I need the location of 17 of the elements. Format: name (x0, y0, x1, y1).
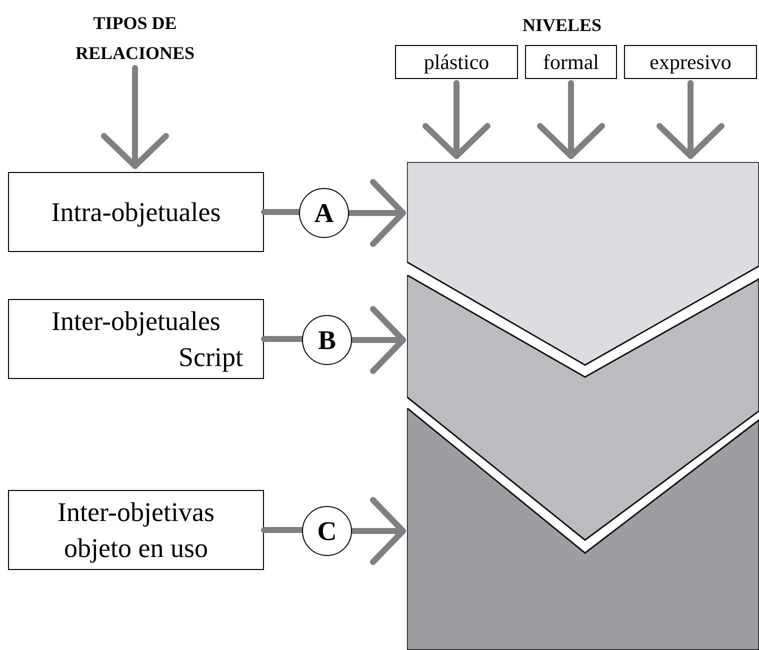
level-box: expresivo (624, 45, 757, 79)
column-heading: TIPOS DE RELACIONES (50, 8, 220, 64)
arrow (349, 497, 406, 565)
arrow (349, 306, 406, 374)
column-heading: NIVELES (490, 10, 634, 36)
box-text: Inter-objetuales (52, 305, 220, 338)
arrow (656, 80, 724, 159)
arrow (537, 80, 605, 159)
box-text: Intra-objetuales (51, 196, 221, 229)
arrow (346, 179, 406, 247)
level-box: plástico (395, 45, 518, 79)
level-box: formal (525, 45, 617, 79)
box-text: Script (178, 341, 243, 374)
arrow (101, 65, 169, 169)
arrow (422, 80, 490, 159)
box-text: Inter-objetivas (58, 496, 214, 529)
box-text: objeto en uso (64, 532, 208, 565)
